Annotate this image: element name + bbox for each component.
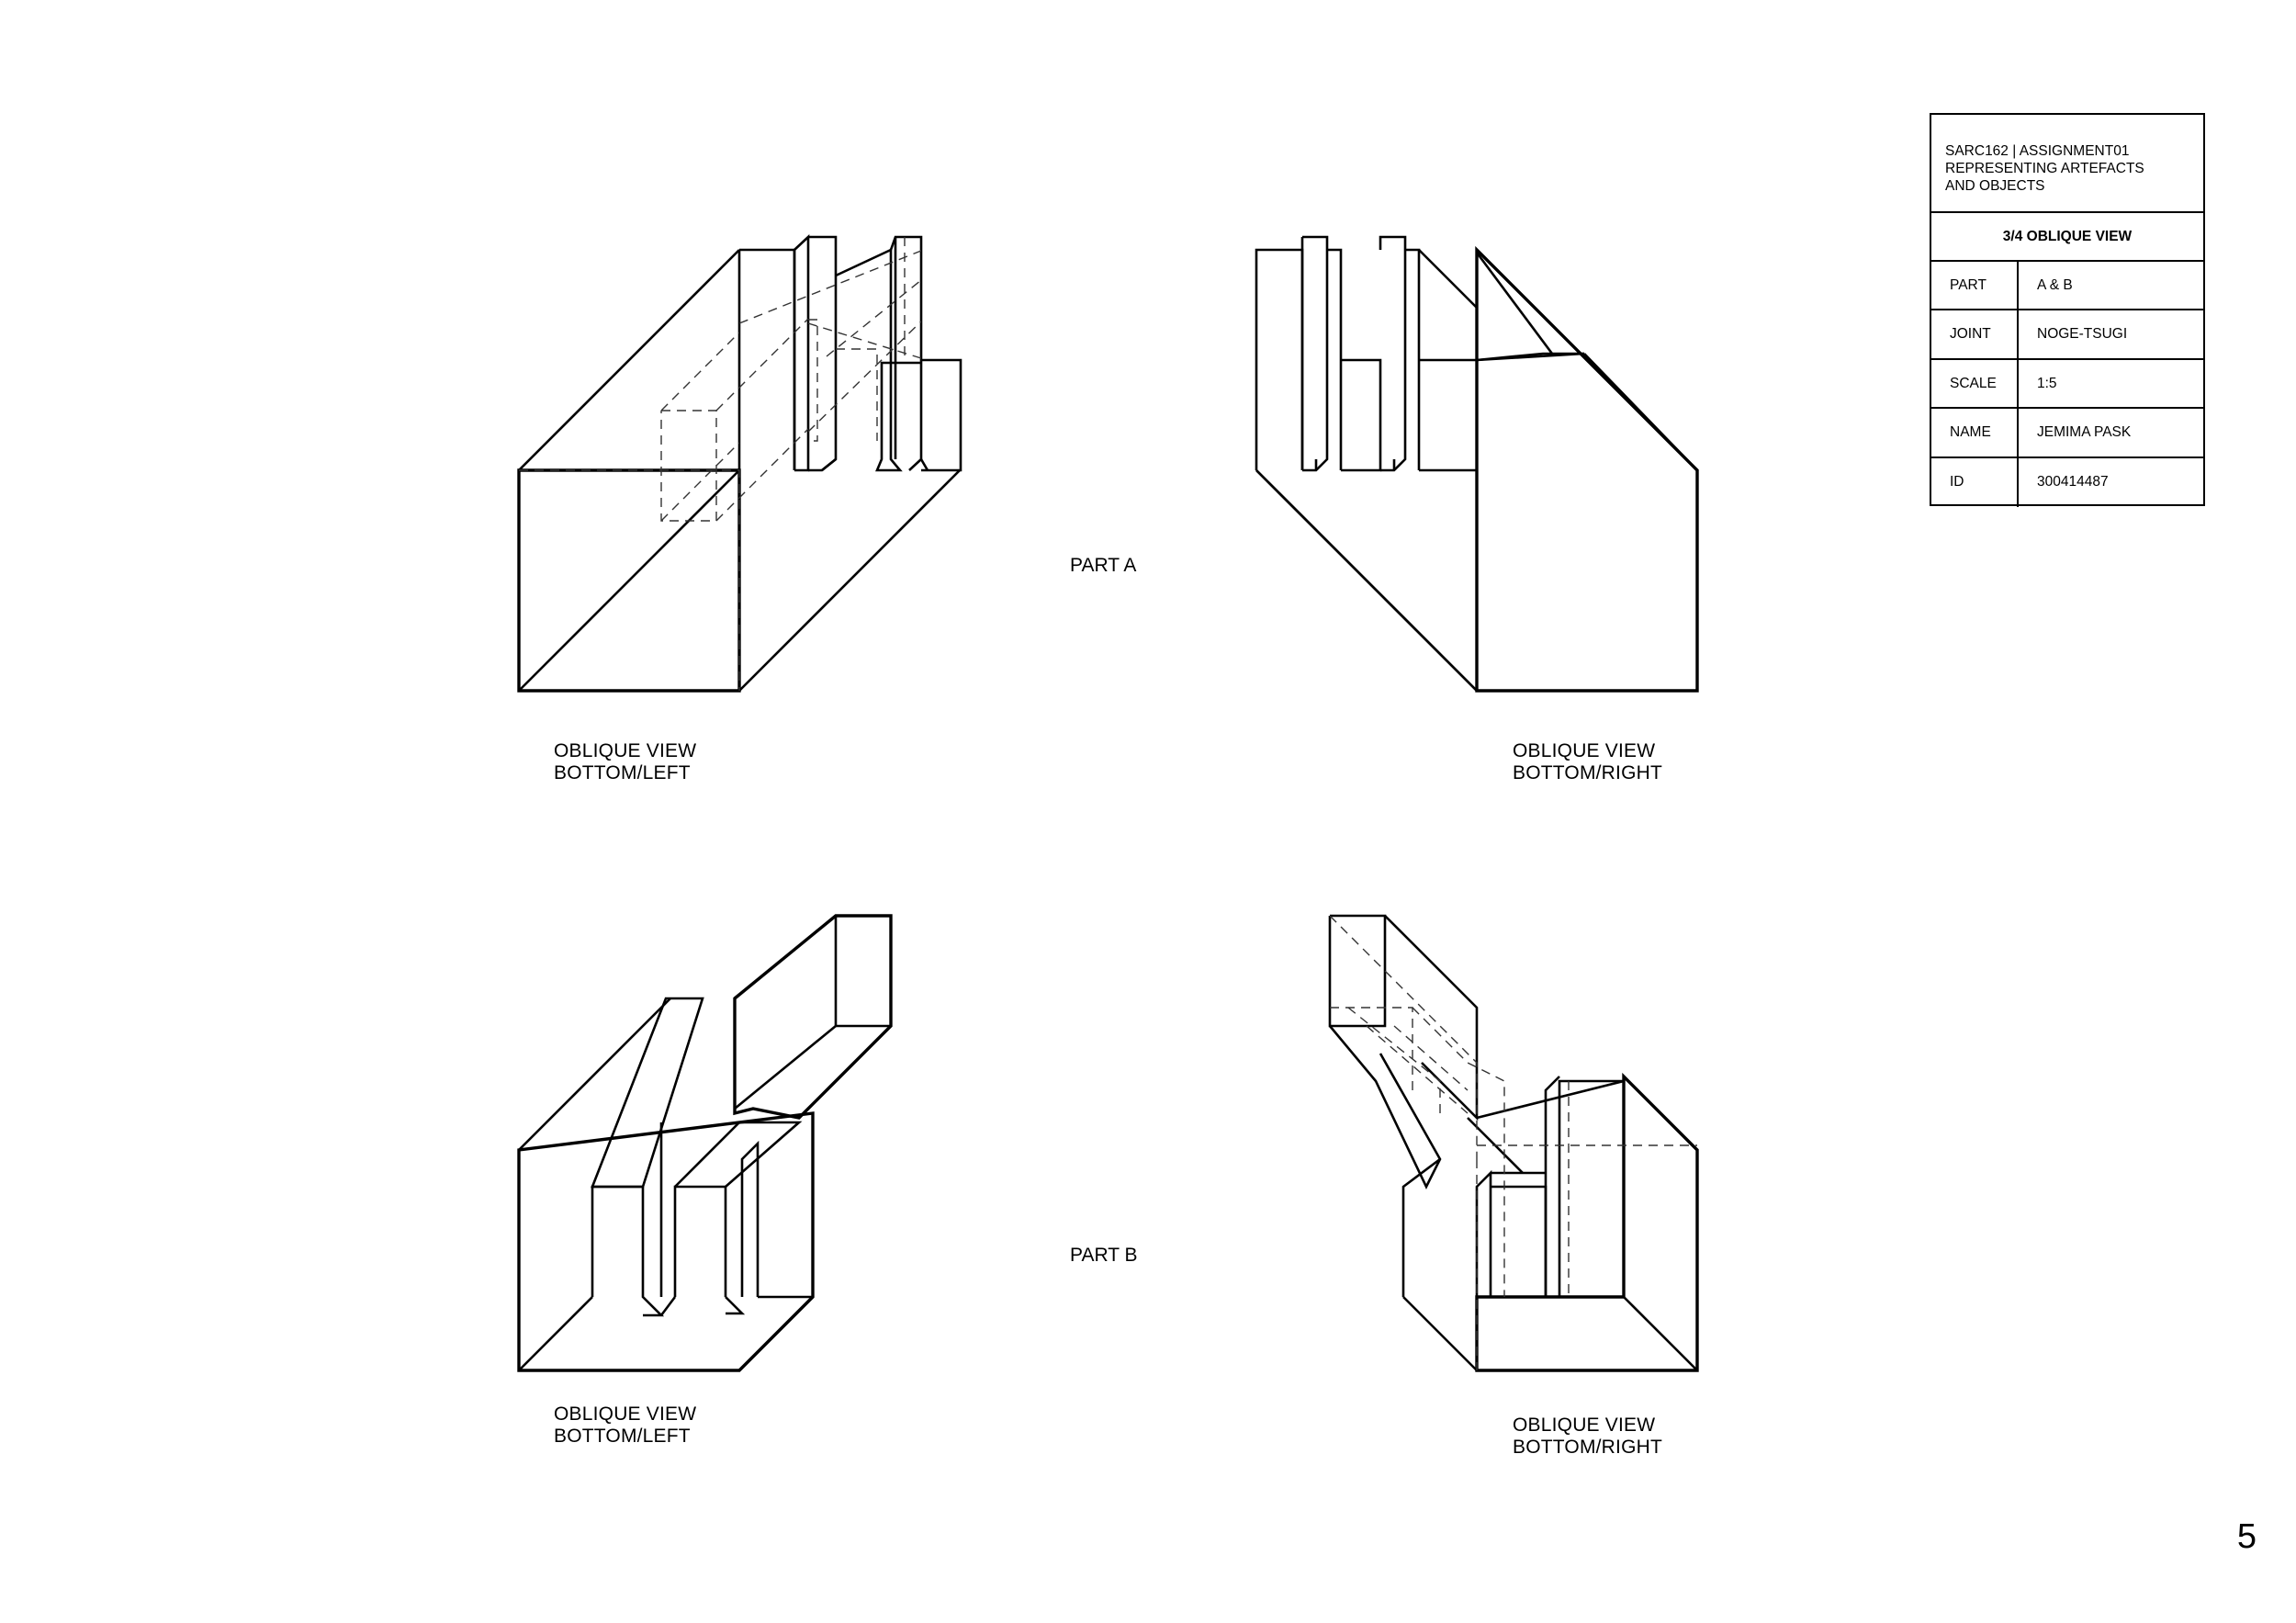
part-b-bottom-left-drawing: [517, 914, 893, 1372]
view-label-line: OBLIQUE VIEW: [554, 1403, 697, 1425]
view-type: 3/4 OBLIQUE VIEW: [1931, 213, 2203, 262]
part-a-bottom-right-drawing: [1255, 235, 1699, 693]
row-key: NAME: [1931, 409, 2019, 456]
part-a-label: PART A: [1070, 555, 1137, 576]
row-key: JOINT: [1931, 310, 2019, 358]
row-key: SCALE: [1931, 359, 2019, 408]
title-block-row: PART A & B: [1931, 262, 2203, 311]
title-block-row: NAME JEMIMA PASK: [1931, 409, 2203, 458]
title-block-row: JOINT NOGE-TSUGI: [1931, 310, 2203, 360]
row-value: A & B: [2037, 277, 2073, 293]
title-block-row: ID 300414487: [1931, 457, 2203, 507]
part-b-label: PART B: [1070, 1245, 1138, 1266]
title-block-row: SCALE 1:5: [1931, 359, 2203, 410]
part-b-bottom-right-drawing: [1328, 914, 1699, 1372]
view-label-line: BOTTOM/LEFT: [554, 762, 691, 783]
view-label-line: BOTTOM/LEFT: [554, 1426, 691, 1447]
view-label-line: OBLIQUE VIEW: [1513, 740, 1656, 761]
row-key: ID: [1931, 457, 2019, 507]
page-number: 5: [2236, 1517, 2257, 1556]
row-key: PART: [1931, 262, 2019, 310]
view-label-line: OBLIQUE VIEW: [554, 740, 697, 761]
row-value: 1:5: [2037, 375, 2057, 391]
view-label-b-left: OBLIQUE VIEW BOTTOM/LEFT: [554, 1403, 696, 1448]
view-label-b-right: OBLIQUE VIEW BOTTOM/RIGHT: [1513, 1414, 1662, 1459]
view-label-line: OBLIQUE VIEW: [1513, 1414, 1656, 1436]
title-block-header: SARC162 | ASSIGNMENT01 REPRESENTING ARTE…: [1931, 115, 2203, 213]
view-label-line: BOTTOM/RIGHT: [1513, 762, 1663, 783]
row-value: NOGE-TSUGI: [2037, 326, 2128, 343]
view-label-a-right: OBLIQUE VIEW BOTTOM/RIGHT: [1513, 740, 1662, 784]
course-line: REPRESENTING ARTEFACTS: [1945, 161, 2144, 176]
course-line: AND OBJECTS: [1945, 178, 2045, 194]
row-value: 300414487: [2037, 473, 2109, 490]
row-value: JEMIMA PASK: [2037, 424, 2132, 441]
course-line: SARC162 | ASSIGNMENT01: [1945, 143, 2130, 159]
part-a-bottom-left-drawing: [517, 234, 962, 693]
title-block: SARC162 | ASSIGNMENT01 REPRESENTING ARTE…: [1930, 113, 2205, 507]
view-label-a-left: OBLIQUE VIEW BOTTOM/LEFT: [554, 740, 696, 784]
view-label-line: BOTTOM/RIGHT: [1513, 1437, 1663, 1458]
